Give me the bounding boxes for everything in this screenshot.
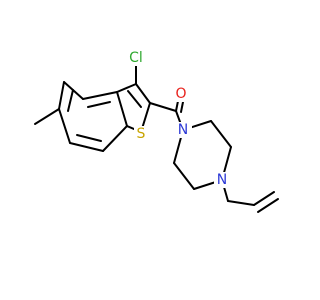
label-backdrop-s	[134, 126, 148, 142]
atom-chlorine-label: Cl	[129, 50, 143, 66]
label-backdrop-o	[173, 86, 189, 102]
atom-oxygen-label: O	[175, 86, 186, 102]
atom-nitrogen-amide-label: N	[178, 122, 188, 138]
label-backdrop-cl	[127, 50, 145, 66]
label-backdrop-n2	[214, 172, 230, 188]
atom-nitrogen-allyl-label: N	[217, 172, 227, 188]
bond-skeleton	[34, 59, 279, 213]
atom-labels: Cl O S N N	[127, 50, 230, 188]
molecule-structure: Cl O S N N	[34, 50, 279, 213]
label-backdrop-n1	[176, 122, 192, 138]
atom-sulfur-label: S	[137, 126, 146, 142]
